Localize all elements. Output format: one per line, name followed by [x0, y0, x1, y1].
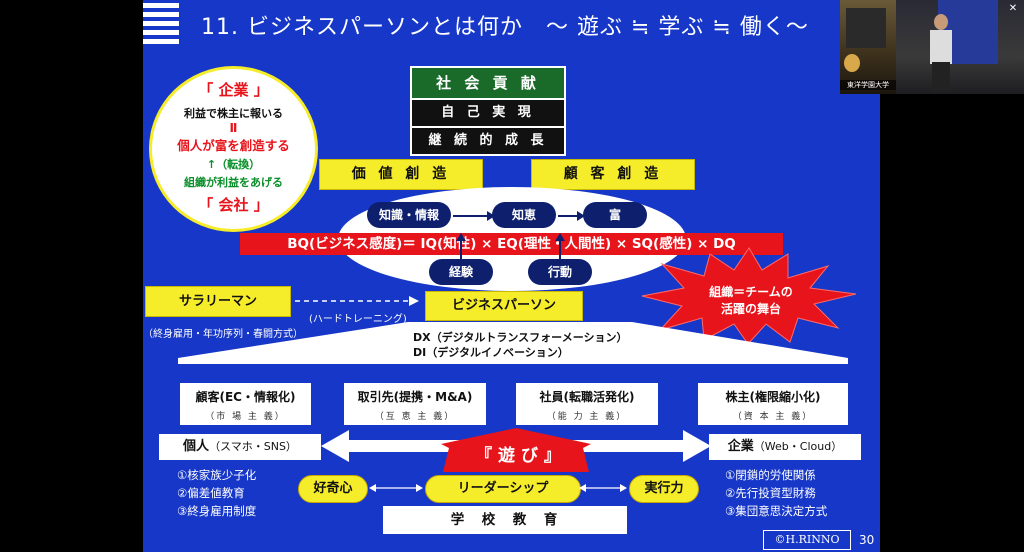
businessperson-box: ビジネスパーソン	[425, 291, 583, 321]
burst-text: 組織＝チームの 活躍の舞台	[703, 284, 799, 318]
curiosity-oval: 好奇心	[298, 475, 368, 503]
leadership-oval: リーダーシップ	[425, 475, 581, 503]
copyright-label: ©H.RINNO	[763, 530, 851, 550]
dx-line: DX（デジタルトランスフォーメーション）	[413, 331, 628, 344]
presentation-slide: 11. ビジネスパーソンとは何か ～ 遊ぶ ≒ 学ぶ ≒ 働く～ 「 企業 」 …	[143, 0, 880, 552]
stakeholder-employee: 社員(転職活発化) （能 力 主 義）	[516, 383, 658, 425]
bq-formula-bar: BQ(ビジネス感度)＝ IQ(知性) × EQ(理性・人間性) × SQ(感性)…	[240, 233, 783, 255]
contribution-stack: 社 会 貢 献 自 己 実 現 継 続 的 成 長	[410, 66, 566, 156]
stakeholder-partner: 取引先(提携・M&A) （互 恵 主 義）	[344, 383, 486, 425]
company-list: ①閉鎖的労使関係 ②先行投資型財務 ③集団意思決定方式	[725, 466, 827, 520]
slide-title: 11. ビジネスパーソンとは何か ～ 遊ぶ ≒ 学ぶ ≒ 働く～	[201, 15, 809, 40]
venue-caption: 東洋学園大学	[840, 80, 896, 90]
individual-suffix: （スマホ・SNS）	[209, 440, 297, 453]
circle-kaisha-label: 「 会社 」	[198, 196, 269, 214]
speaker-body	[930, 30, 952, 64]
venue-flowers	[844, 54, 860, 72]
circle-line-profit: 利益で株主に報いる	[184, 107, 283, 120]
continuous-growth-box: 継 続 的 成 長	[410, 128, 566, 156]
circle-line-conversion: ↑（転換）	[206, 158, 261, 171]
venue-screen	[846, 8, 886, 48]
presenter-video-venue[interactable]: 東洋学園大学	[840, 0, 896, 94]
customer-sub: （市 場 主 義）	[205, 412, 286, 422]
salaryman-note: （終身雇用・年功序列・春闘方式）	[143, 329, 303, 340]
dashed-arrow	[295, 296, 419, 306]
title-stripes-decoration	[143, 3, 183, 44]
play-label: 『 遊 び 』	[475, 446, 561, 466]
individual-item-1: ①核家族少子化	[177, 468, 257, 482]
company-suffix: （Web・Cloud）	[753, 440, 843, 453]
employee-label: 社員(転職活発化)	[539, 390, 635, 404]
company-label: 企業	[727, 439, 754, 454]
salaryman-box: サラリーマン	[145, 286, 291, 317]
presenter-video-speaker[interactable]: ✕	[896, 0, 1024, 94]
corporate-circle: 「 企業 」 利益で株主に報いる Ⅱ 個人が富を創造する ↑（転換） 組織が利益…	[149, 66, 318, 232]
company-item-2: ②先行投資型財務	[725, 486, 816, 500]
speaker-legs	[932, 62, 950, 92]
execution-oval: 実行力	[629, 475, 699, 503]
flow-arrows	[453, 211, 585, 221]
circle-line-organization: 組織が利益をあげる	[184, 176, 283, 189]
partner-label: 取引先(提携・M&A)	[357, 390, 473, 404]
wisdom-oval: 知恵	[492, 202, 556, 228]
knowledge-info-oval: 知識・情報	[367, 202, 451, 228]
company-item-3: ③集団意思決定方式	[725, 504, 828, 518]
individual-box: 個人（スマホ・SNS）	[159, 434, 321, 460]
individual-item-2: ②偏差値教育	[177, 486, 245, 500]
circle-equals-mark: Ⅱ	[229, 121, 238, 135]
stakeholder-shareholder: 株主(権限縮小化) （資 本 主 義）	[698, 383, 848, 425]
bottom-double-arrows	[369, 484, 627, 492]
speaker-head	[934, 14, 948, 30]
customer-label: 顧客(EC・情報化)	[195, 390, 296, 404]
hard-training-label: (ハードトレーニング)	[309, 314, 407, 325]
stakeholder-customer: 顧客(EC・情報化) （市 場 主 義）	[180, 383, 311, 425]
circle-company-label: 「 企業 」	[198, 81, 269, 99]
page-number: 30	[859, 533, 875, 547]
school-education-box: 学 校 教 育	[383, 506, 627, 534]
dx-fan	[178, 322, 848, 364]
company-item-1: ①閉鎖的労使関係	[725, 468, 816, 482]
burst-line2: 活躍の舞台	[720, 302, 781, 316]
dx-text: DX（デジタルトランスフォーメーション） DI（デジタルイノベーション）	[413, 330, 628, 360]
burst-line1: 組織＝チームの	[709, 285, 793, 299]
wealth-oval: 富	[583, 202, 647, 228]
action-oval: 行動	[528, 259, 592, 285]
shareholder-sub: （資 本 主 義）	[732, 412, 814, 422]
close-video-icon[interactable]: ✕	[1008, 3, 1018, 14]
experience-oval: 経験	[429, 259, 493, 285]
customer-creation-box: 顧 客 創 造	[531, 159, 695, 190]
up-arrows	[456, 233, 565, 259]
individual-item-3: ③終身雇用制度	[177, 504, 257, 518]
individual-list: ①核家族少子化 ②偏差値教育 ③終身雇用制度	[177, 466, 256, 520]
individual-label: 個人	[183, 439, 210, 454]
partner-sub: （互 恵 主 義）	[374, 412, 456, 422]
self-actualization-box: 自 己 実 現	[410, 100, 566, 128]
individual-company-arrow	[321, 428, 711, 472]
value-creation-box: 価 値 創 造	[319, 159, 483, 190]
employee-sub: （能 力 主 義）	[546, 412, 628, 422]
shareholder-label: 株主(権限縮小化)	[725, 390, 821, 404]
company-box: 企業（Web・Cloud）	[709, 434, 861, 460]
social-contribution-box: 社 会 貢 献	[410, 66, 566, 100]
di-line: DI（デジタルイノベーション）	[413, 346, 569, 359]
circle-line-wealth: 個人が富を創造する	[177, 138, 290, 153]
